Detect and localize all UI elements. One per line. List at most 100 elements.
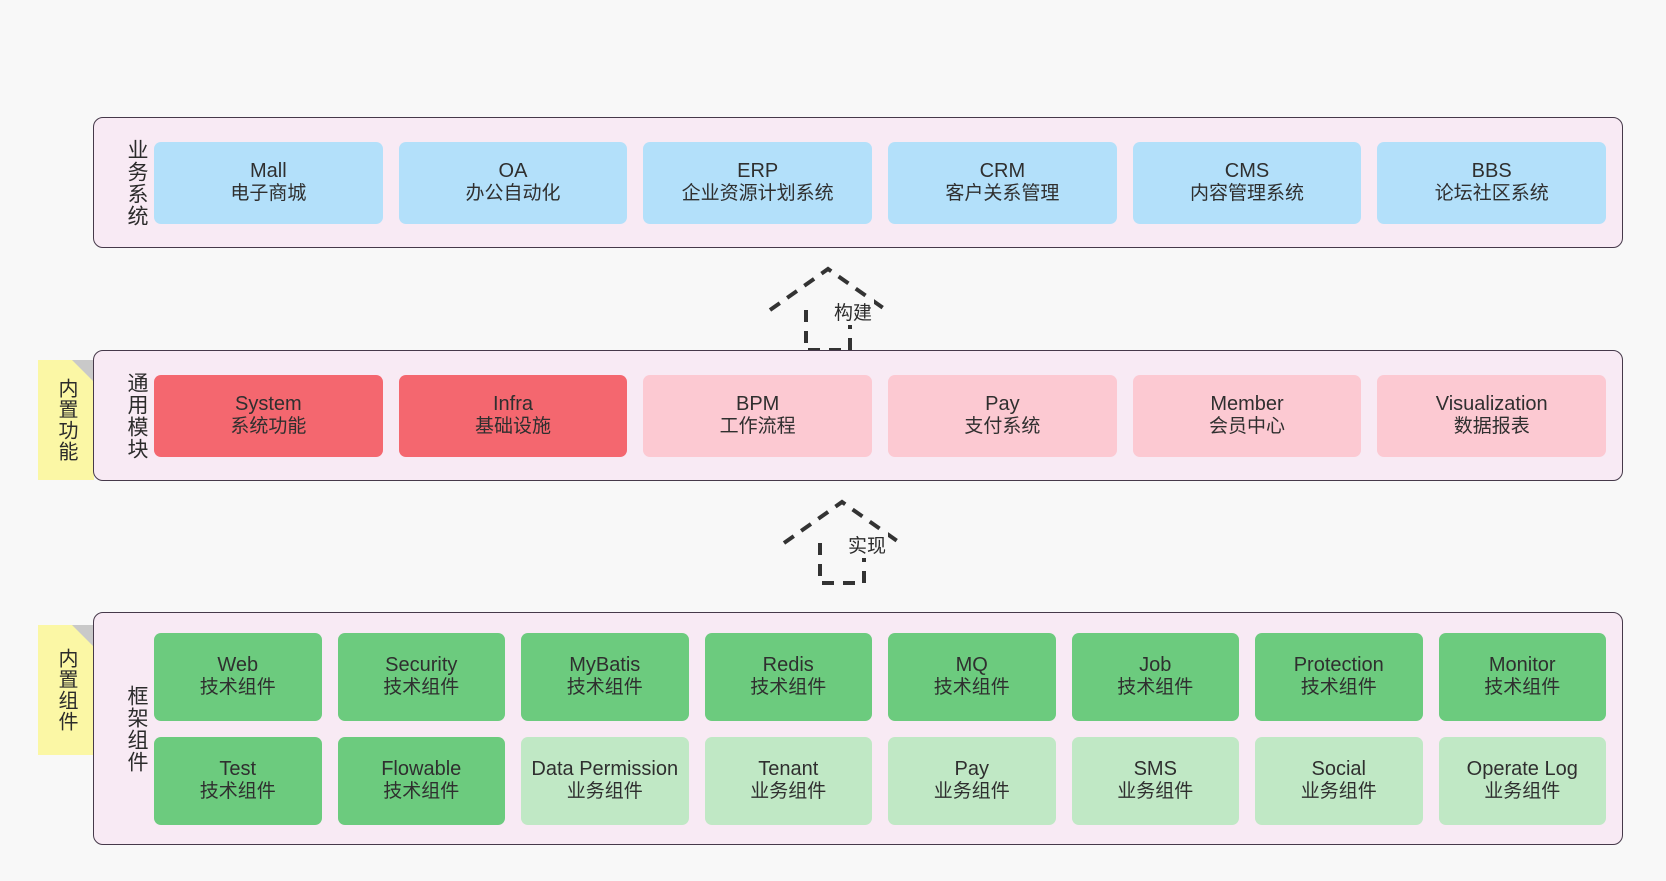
component-subtitle: 论坛社区系统 — [1434, 183, 1549, 205]
component-subtitle: 企业资源计划系统 — [681, 183, 834, 205]
component-name: Job — [1139, 654, 1172, 677]
component-subtitle: 技术组件 — [1117, 677, 1194, 699]
component-subtitle: 业务组件 — [750, 781, 827, 803]
component-subtitle: 客户关系管理 — [945, 183, 1060, 205]
layer-title-common-modules: 通用模块 — [125, 371, 148, 460]
connector-implement: 实现 — [772, 495, 962, 585]
component-name: Mall — [250, 160, 287, 183]
component-name: Member — [1210, 393, 1284, 416]
component-subtitle: 业务组件 — [1300, 781, 1377, 803]
component-name: SMS — [1133, 758, 1177, 781]
note-builtin-components-label: 内置组件 — [55, 648, 77, 732]
component-name: Pay — [954, 758, 989, 781]
component-name: MyBatis — [569, 654, 641, 677]
component-name: Security — [385, 654, 458, 677]
layer-title-business-systems: 业务系统 — [125, 138, 148, 227]
note-builtin-features-label: 内置功能 — [55, 378, 77, 462]
component-subtitle: 技术组件 — [1300, 677, 1377, 699]
component-name: Redis — [762, 654, 814, 677]
component-name: CMS — [1224, 160, 1270, 183]
component-subtitle: 办公自动化 — [465, 183, 561, 205]
component-subtitle: 业务组件 — [933, 781, 1010, 803]
component-name: Operate Log — [1466, 758, 1578, 781]
component-subtitle: 技术组件 — [566, 677, 643, 699]
component-name: Test — [219, 758, 257, 781]
component-subtitle: 工作流程 — [719, 416, 796, 438]
component-name: System — [234, 393, 302, 416]
component-name: OA — [498, 160, 528, 183]
component-name: Monitor — [1488, 654, 1556, 677]
component-subtitle: 技术组件 — [933, 677, 1010, 699]
component-subtitle: 基础设施 — [475, 416, 552, 438]
component-subtitle: 技术组件 — [750, 677, 827, 699]
note-builtin-features: 内置功能 — [38, 360, 94, 480]
component-name: ERP — [737, 160, 779, 183]
component-subtitle: 业务组件 — [1484, 781, 1561, 803]
connector-build-label: 构建 — [832, 298, 875, 325]
component-name: Social — [1311, 758, 1366, 781]
connector-build: 构建 — [758, 262, 948, 352]
component-name: Protection — [1293, 654, 1384, 677]
component-name: BBS — [1471, 160, 1512, 183]
component-name: Web — [217, 654, 259, 677]
component-subtitle: 电子商城 — [230, 183, 307, 205]
component-subtitle: 技术组件 — [383, 677, 460, 699]
component-name: Pay — [985, 393, 1020, 416]
component-subtitle: 技术组件 — [199, 677, 276, 699]
component-name: Flowable — [381, 758, 462, 781]
component-subtitle: 技术组件 — [383, 781, 460, 803]
connector-implement-label: 实现 — [846, 531, 889, 558]
component-name: MQ — [955, 654, 988, 677]
component-name: BPM — [736, 393, 780, 416]
component-name: Infra — [492, 393, 534, 416]
component-subtitle: 会员中心 — [1209, 416, 1286, 438]
component-subtitle: 数据报表 — [1453, 416, 1530, 438]
component-name: Data Permission — [531, 758, 679, 781]
component-name: CRM — [979, 160, 1026, 183]
component-subtitle: 业务组件 — [566, 781, 643, 803]
component-subtitle: 业务组件 — [1117, 781, 1194, 803]
note-builtin-components: 内置组件 — [38, 625, 94, 755]
component-subtitle: 技术组件 — [199, 781, 276, 803]
layer-title-framework-components: 框架组件 — [125, 684, 148, 773]
component-subtitle: 支付系统 — [964, 416, 1041, 438]
